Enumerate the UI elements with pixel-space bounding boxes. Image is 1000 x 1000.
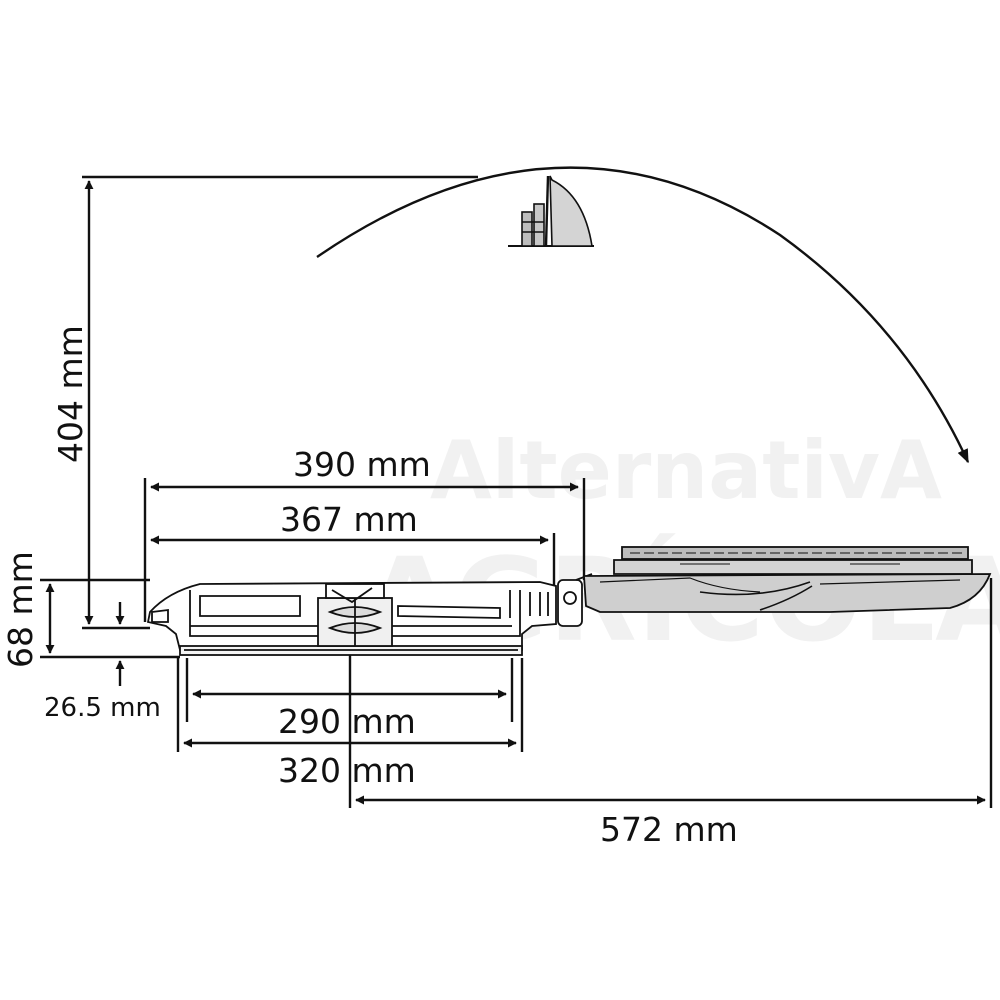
label-height-open: 404 mm: [51, 325, 90, 463]
lid-mid-frame: [613, 559, 973, 575]
lid-swing-arc: [316, 166, 970, 464]
label-outer-width: 390 mm: [293, 445, 431, 484]
open-lid-profile-icon: [508, 175, 594, 247]
watermark-line1: AlternativA: [430, 424, 942, 517]
opened-lid: [583, 546, 992, 613]
label-height-above-roof: 26.5 mm: [44, 693, 161, 723]
dimension-labels: 404 mm 390 mm 367 mm 68 mm 26.5 mm 290 m…: [1, 325, 738, 849]
dimension-lines: [40, 166, 993, 808]
vent-base-section: [146, 573, 593, 656]
label-open-reach: 572 mm: [600, 810, 738, 849]
label-cutout-inner: 290 mm: [278, 702, 416, 741]
lid-shell: [583, 573, 992, 613]
label-height-total: 68 mm: [1, 551, 40, 668]
label-cutout-outer: 320 mm: [278, 751, 416, 790]
lid-top-plate: [621, 546, 969, 560]
label-frame-width: 367 mm: [280, 500, 418, 539]
hinge-pin: [563, 591, 577, 605]
